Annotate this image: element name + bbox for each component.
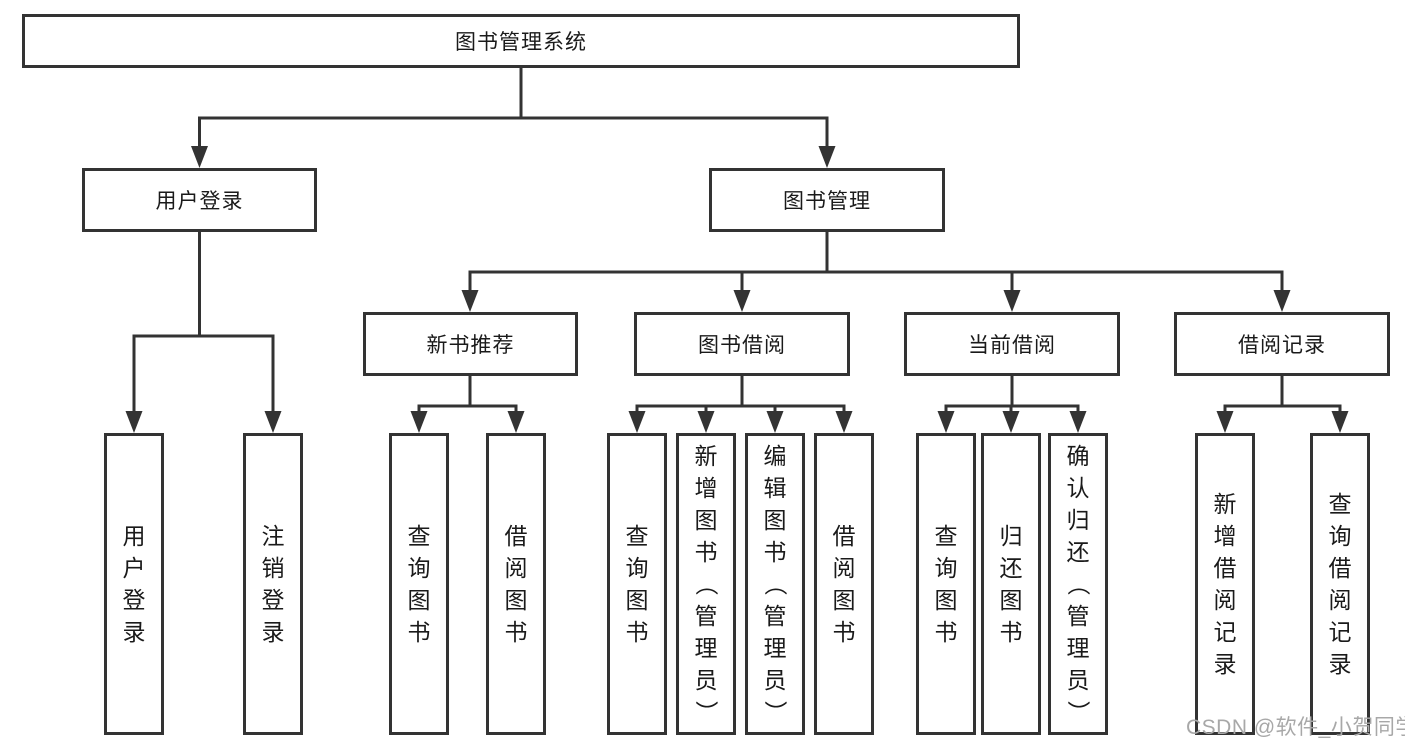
node-user-login: 用户登录 bbox=[82, 168, 317, 232]
leaf-query-books-recommend: 查询图书 bbox=[389, 433, 449, 735]
leaf-query-borrow-record: 查询借阅记录 bbox=[1310, 433, 1370, 735]
node-borrow-records: 借阅记录 bbox=[1174, 312, 1390, 376]
leaf-add-book-admin: 新增图书（管理员） bbox=[676, 433, 736, 735]
node-book-management: 图书管理 bbox=[709, 168, 945, 232]
leaf-add-borrow-record: 新增借阅记录 bbox=[1195, 433, 1255, 735]
csdn-watermark: CSDN @软件_小贺同学 bbox=[1186, 716, 1405, 739]
leaf-borrow-books-recommend: 借阅图书 bbox=[486, 433, 546, 735]
leaf-borrow-books: 借阅图书 bbox=[814, 433, 874, 735]
node-book-borrow: 图书借阅 bbox=[634, 312, 850, 376]
leaf-logout: 注销登录 bbox=[243, 433, 303, 735]
node-current-borrow: 当前借阅 bbox=[904, 312, 1120, 376]
leaf-confirm-return-admin: 确认归还（管理员） bbox=[1048, 433, 1108, 735]
leaf-user-login: 用户登录 bbox=[104, 433, 164, 735]
leaf-query-books-borrow: 查询图书 bbox=[607, 433, 667, 735]
node-root-library-system: 图书管理系统 bbox=[22, 14, 1020, 68]
node-new-book-recommend: 新书推荐 bbox=[363, 312, 578, 376]
leaf-edit-book-admin: 编辑图书（管理员） bbox=[745, 433, 805, 735]
leaf-return-books: 归还图书 bbox=[981, 433, 1041, 735]
leaf-query-books-current: 查询图书 bbox=[916, 433, 976, 735]
